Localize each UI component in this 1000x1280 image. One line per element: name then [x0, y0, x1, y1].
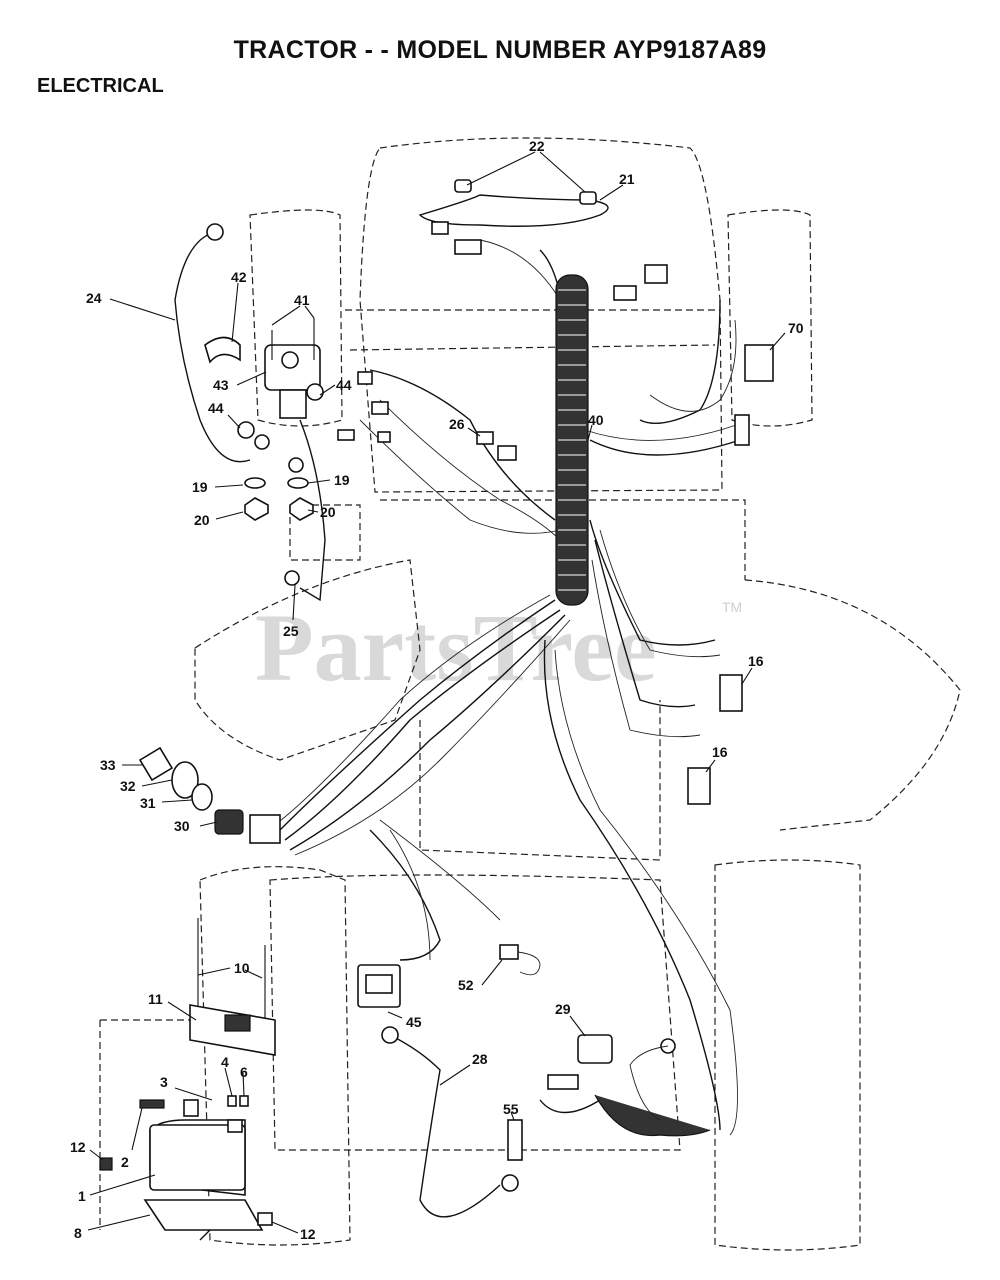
callout-19-right: 19: [334, 472, 350, 488]
callout-labels: 22 21 42 41 24 70 43 44 44 26 40 19 19 2…: [70, 138, 804, 1242]
callout-21: 21: [619, 171, 635, 187]
callout-20-left: 20: [194, 512, 210, 528]
frame-outline: [345, 309, 720, 351]
section-label: ELECTRICAL: [37, 75, 164, 97]
callout-52: 52: [458, 977, 474, 993]
callout-2: 2: [121, 1154, 129, 1170]
page-title: TRACTOR - - MODEL NUMBER AYP9187A89: [233, 36, 767, 64]
watermark-tm: TM: [722, 599, 742, 615]
callout-12-right: 12: [300, 1226, 316, 1242]
coiled-harness: [555, 274, 589, 606]
callout-29: 29: [555, 1001, 571, 1017]
headlight-harness: [418, 179, 609, 255]
callout-16-upper: 16: [748, 653, 764, 669]
callout-3: 3: [160, 1074, 168, 1090]
callout-11: 11: [148, 991, 163, 1007]
callout-40: 40: [588, 412, 604, 428]
callout-44-right: 44: [336, 377, 352, 393]
ignition-switch: [138, 746, 281, 844]
deck-outline: [194, 559, 421, 761]
callout-4: 4: [221, 1054, 229, 1070]
callout-32: 32: [120, 778, 136, 794]
callout-70: 70: [788, 320, 804, 336]
callout-30: 30: [174, 818, 190, 834]
callout-12-left: 12: [70, 1139, 86, 1155]
callout-22: 22: [529, 138, 545, 154]
rear-right-fender-outline: [744, 579, 961, 831]
callout-41: 41: [294, 292, 310, 308]
hood-outline: [359, 137, 723, 493]
callout-43: 43: [213, 377, 229, 393]
callout-44-left: 44: [208, 400, 224, 416]
callout-20-right: 20: [320, 504, 336, 520]
callout-42: 42: [231, 269, 247, 285]
connectors: [337, 264, 774, 805]
callout-8: 8: [74, 1225, 82, 1241]
leader-lines: [87, 151, 786, 1234]
callout-26: 26: [449, 416, 465, 432]
callout-25: 25: [283, 623, 299, 639]
callout-1: 1: [78, 1188, 86, 1204]
mid-frame-outline: [289, 499, 746, 580]
callout-33: 33: [100, 757, 116, 773]
callout-16-lower: 16: [712, 744, 728, 760]
watermark: PartsTree TM: [255, 594, 742, 701]
seat-area-outline: [269, 874, 681, 1151]
solenoid-assembly: [174, 223, 326, 602]
watermark-text: PartsTree: [255, 594, 657, 701]
callout-24: 24: [86, 290, 102, 306]
rear-left-wheel-outline: [199, 866, 351, 1246]
rear-components: [357, 944, 711, 1218]
callout-28: 28: [472, 1051, 488, 1067]
front-right-wheel-outline: [727, 209, 813, 427]
callout-31: 31: [140, 795, 156, 811]
callout-6: 6: [240, 1064, 248, 1080]
callout-45: 45: [406, 1014, 422, 1030]
battery-assembly: [99, 918, 276, 1231]
callout-10: 10: [234, 960, 250, 976]
callout-55: 55: [503, 1101, 519, 1117]
callout-19-left: 19: [192, 479, 208, 495]
rear-right-wheel-outline: [714, 859, 861, 1251]
center-tunnel-outline: [419, 700, 661, 861]
